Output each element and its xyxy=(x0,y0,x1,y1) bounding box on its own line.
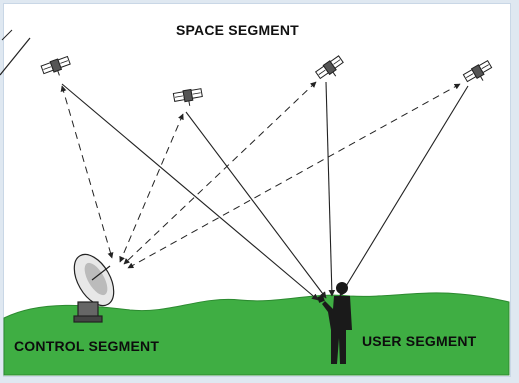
dish-antenna-icon xyxy=(73,253,115,323)
satellite-icon xyxy=(314,54,348,85)
satellite-icon xyxy=(40,55,74,81)
person-receiver-icon xyxy=(317,282,352,364)
control-links xyxy=(60,81,461,269)
space-segment-label: SPACE SEGMENT xyxy=(176,22,299,38)
satellite-icon xyxy=(172,87,205,109)
corner-stroke-2 xyxy=(0,37,31,76)
user-links xyxy=(61,81,469,301)
control-segment-label: CONTROL SEGMENT xyxy=(14,338,160,354)
satellite-icon xyxy=(462,59,496,89)
corner-stroke xyxy=(1,29,13,41)
user-segment-label: USER SEGMENT xyxy=(362,333,477,349)
ground xyxy=(3,292,510,376)
